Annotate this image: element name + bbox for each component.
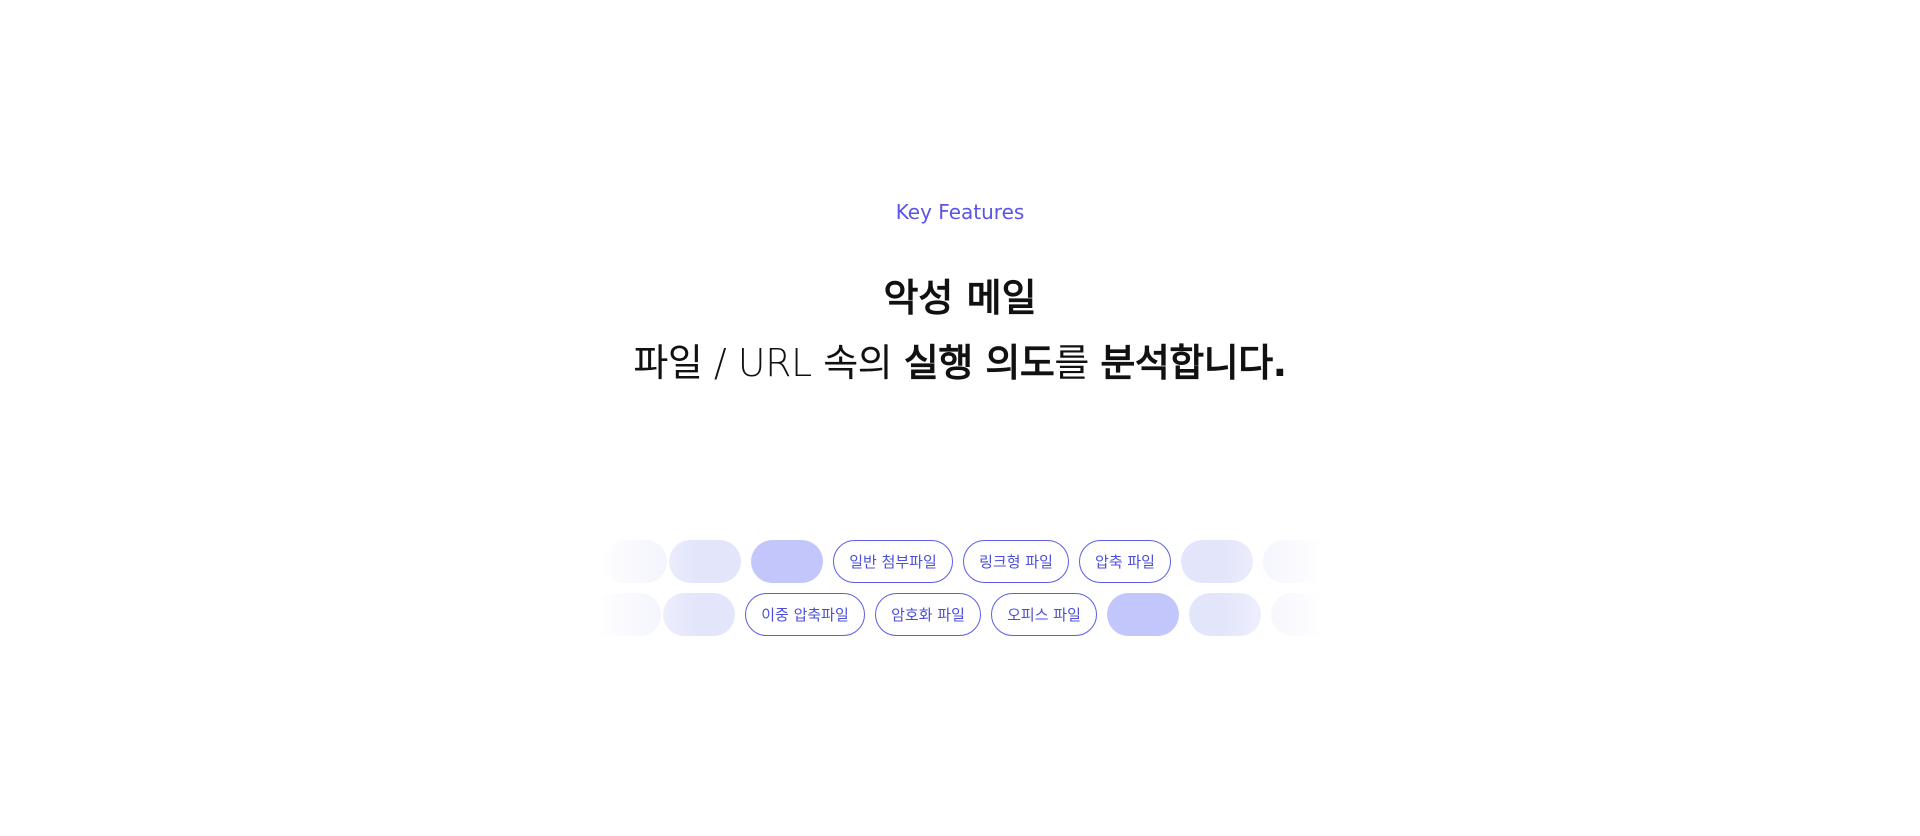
headline-text-2: 를 xyxy=(1054,341,1101,385)
placeholder-pill xyxy=(1181,540,1253,583)
tag-link-file[interactable]: 링크형 파일 xyxy=(963,540,1069,583)
placeholder-pill xyxy=(663,593,735,636)
headline-bold-1: 실행 의도 xyxy=(903,341,1055,385)
tag-row-2: 이중 압축파일 암호화 파일 오피스 파일 xyxy=(595,593,1325,636)
tag-encrypted-file[interactable]: 암호화 파일 xyxy=(875,593,981,636)
placeholder-pill xyxy=(751,540,823,583)
placeholder-pill xyxy=(1107,593,1179,636)
tag-office-file[interactable]: 오피스 파일 xyxy=(991,593,1097,636)
placeholder-pill xyxy=(595,593,661,636)
key-features-eyebrow: Key Features xyxy=(895,200,1025,224)
headline-line-2: 파일 / URL 속의 실행 의도를 분석합니다. xyxy=(0,328,1920,398)
headline-line-1: 악성 메일 xyxy=(883,276,1037,320)
placeholder-pill xyxy=(603,540,667,583)
file-type-tag-marquee: 일반 첨부파일 링크형 파일 압축 파일 이중 압축파일 암호화 파일 오피스 … xyxy=(595,538,1325,642)
headline-text-1: 파일 / URL 속의 xyxy=(633,341,904,385)
placeholder-pill xyxy=(1189,593,1261,636)
headline-bold-2: 분석합니다. xyxy=(1100,341,1287,385)
tag-attachment-file[interactable]: 일반 첨부파일 xyxy=(833,540,953,583)
tag-double-compressed-file[interactable]: 이중 압축파일 xyxy=(745,593,865,636)
placeholder-pill xyxy=(669,540,741,583)
tag-compressed-file[interactable]: 압축 파일 xyxy=(1079,540,1171,583)
tag-row-1: 일반 첨부파일 링크형 파일 압축 파일 xyxy=(595,540,1325,583)
placeholder-pill xyxy=(1271,593,1325,636)
section-headline: 악성 메일 파일 / URL 속의 실행 의도를 분석합니다. xyxy=(0,268,1920,398)
placeholder-pill xyxy=(1263,540,1325,583)
